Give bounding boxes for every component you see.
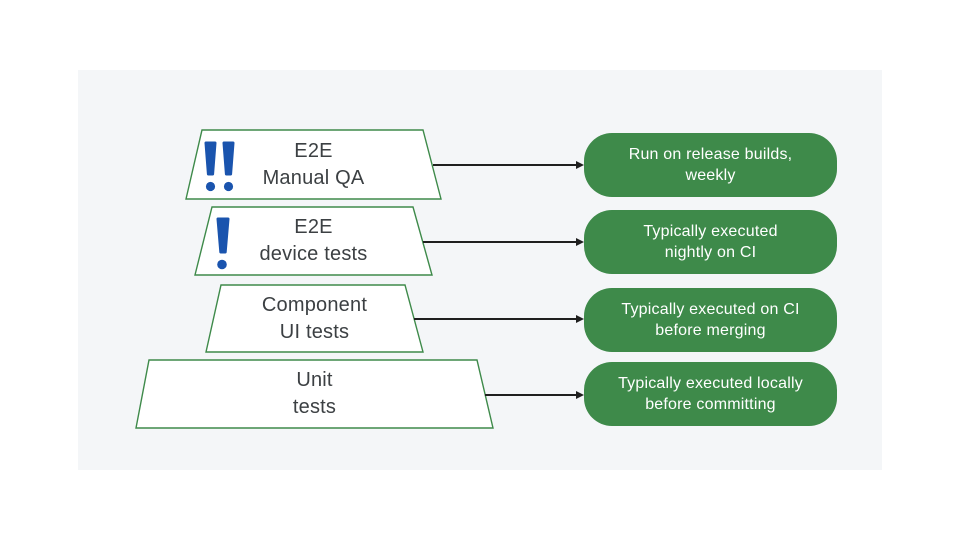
pyramid-level-component-ui-tests: Component UI tests — [205, 284, 424, 353]
annotation-release-builds: Run on release builds, weekly — [584, 133, 837, 197]
annotation-line2: nightly on CI — [664, 244, 757, 261]
arrow-component-ui-tests — [414, 315, 584, 322]
annotation-line1: Typically executed on CI — [621, 301, 800, 318]
pyramid-level-e2e-manual-qa: E2E Manual QA — [185, 129, 442, 200]
level-line1: E2E — [294, 139, 333, 162]
annotation-line2: before merging — [655, 322, 766, 339]
trapezoid-outline — [194, 206, 433, 276]
annotation-line1: Run on release builds, — [628, 146, 793, 163]
single-exclamation-icon — [214, 217, 233, 270]
pyramid-level-label: E2E device tests — [195, 207, 432, 275]
trapezoid-outline — [185, 129, 442, 200]
trapezoid-outline — [135, 359, 494, 429]
annotation-line1: Typically executed locally — [618, 375, 803, 392]
pyramid-level-label: E2E Manual QA — [186, 130, 441, 199]
pyramid-level-unit-tests: Unit tests — [135, 359, 494, 429]
arrow-unit-tests — [485, 391, 584, 398]
level-line1: Component — [261, 293, 368, 316]
pyramid-level-label: Unit tests — [136, 360, 493, 428]
level-line1: Unit — [296, 369, 333, 391]
level-line2: Manual QA — [262, 166, 365, 189]
annotation-line2: before committing — [645, 396, 776, 413]
annotation-nightly-ci: Typically executed nightly on CI — [584, 210, 837, 274]
level-line2: UI tests — [279, 320, 350, 343]
annotation-locally-before-committing: Typically executed locally before commit… — [584, 362, 837, 426]
level-line2: device tests — [259, 243, 368, 265]
trapezoid-outline — [205, 284, 424, 353]
double-exclamation-icon — [204, 141, 237, 192]
arrow-e2e-device-tests — [423, 238, 584, 245]
level-line1: E2E — [294, 216, 333, 238]
annotation-ci-before-merging: Typically executed on CI before merging — [584, 288, 837, 352]
annotation-line1: Typically executed — [643, 223, 778, 240]
arrow-e2e-manual-qa — [433, 161, 584, 168]
pyramid-level-e2e-device-tests: E2E device tests — [194, 206, 433, 276]
annotation-line2: weekly — [685, 167, 736, 184]
pyramid-level-label: Component UI tests — [206, 285, 423, 352]
level-line2: tests — [292, 396, 337, 418]
